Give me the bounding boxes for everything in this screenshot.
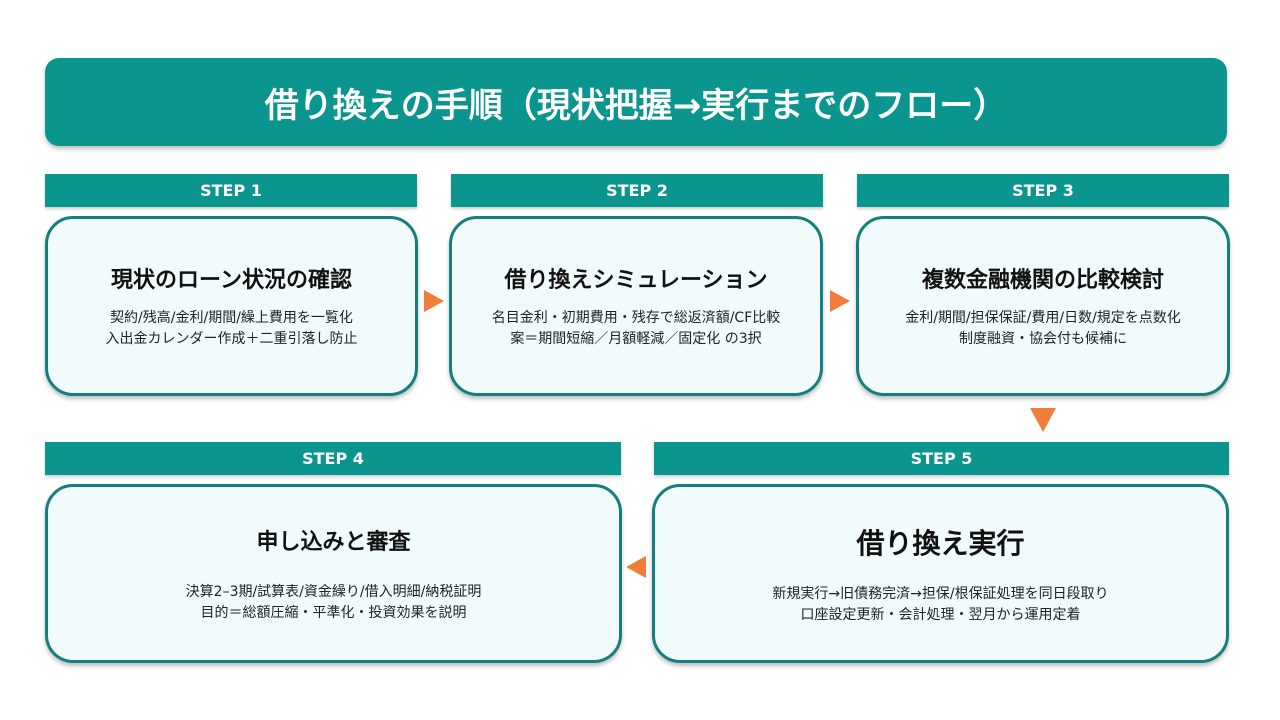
step-5-header: STEP 5 — [654, 442, 1229, 475]
step-5-line-1: 新規実行→旧債務完済→担保/根保証処理を同日段取り — [772, 585, 1109, 602]
step-5-card: 借り換え実行 新規実行→旧債務完済→担保/根保証処理を同日段取り 口座設定更新・… — [652, 484, 1229, 663]
step-3-heading: 複数金融機関の比較検討 — [921, 268, 1164, 293]
step-2-card: 借り換えシミュレーション 名目金利・初期費用・残存で総返済額/CF比較 案＝期間… — [449, 216, 823, 396]
step-1-line-1: 契約/残高/金利/期間/繰上費用を一覧化 — [110, 310, 353, 326]
step-3-card: 複数金融機関の比較検討 金利/期間/担保保証/費用/日数/規定を点数化 制度融資… — [856, 216, 1230, 396]
step-5-line-2: 口座設定更新・会計処理・翌月から運用定着 — [800, 606, 1081, 623]
step-4-line-1: 決算2–3期/試算表/資金繰り/借入明細/納税証明 — [185, 583, 482, 600]
step-1-card: 現状のローン状況の確認 契約/残高/金利/期間/繰上費用を一覧化 入出金カレンダ… — [45, 216, 418, 396]
step-4-header: STEP 4 — [45, 442, 621, 475]
step-1-heading: 現状のローン状況の確認 — [111, 268, 352, 293]
step-3-header: STEP 3 — [857, 174, 1229, 207]
step-5-heading: 借り換え実行 — [856, 526, 1025, 560]
arrow-left-icon — [626, 556, 646, 578]
step-4-card: 申し込みと審査 決算2–3期/試算表/資金繰り/借入明細/納税証明 目的＝総額圧… — [45, 484, 622, 663]
step-4-line-2: 目的＝総額圧縮・平準化・投資効果を説明 — [200, 604, 467, 621]
step-2-heading: 借り換えシミュレーション — [504, 268, 768, 293]
step-2-header: STEP 2 — [451, 174, 823, 207]
step-1-line-2: 入出金カレンダー作成＋二重引落し防止 — [105, 331, 358, 347]
page-title: 借り換えの手順（現状把握→実行までのフロー） — [45, 58, 1227, 146]
arrow-down-icon — [1030, 408, 1056, 432]
step-2-line-1: 名目金利・初期費用・残存で総返済額/CF比較 — [491, 310, 781, 326]
step-2-line-2: 案＝期間短縮／月額軽減／固定化 の3択 — [510, 331, 762, 347]
step-1-header: STEP 1 — [45, 174, 417, 207]
arrow-right-icon — [424, 290, 444, 312]
step-4-heading: 申し込みと審査 — [256, 529, 411, 555]
step-3-line-1: 金利/期間/担保保証/費用/日数/規定を点数化 — [905, 310, 1181, 326]
arrow-right-icon — [830, 290, 850, 312]
step-3-line-2: 制度融資・協会付も候補に — [959, 331, 1127, 347]
